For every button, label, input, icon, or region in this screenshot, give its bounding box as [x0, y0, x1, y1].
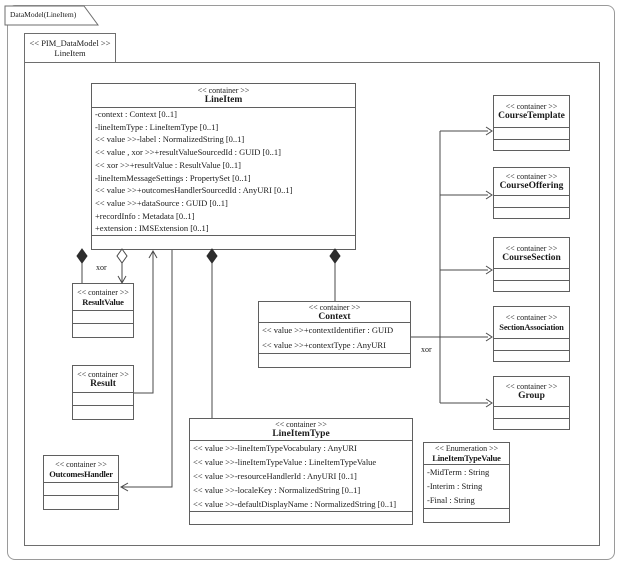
attribute-row: << value >>+dataSource : GUID [0..1] [95, 197, 228, 208]
attribute-row: -Final : String [427, 495, 475, 506]
class-result[interactable]: << container >> Result [72, 365, 134, 420]
stereotype-label: << container >> [505, 243, 558, 253]
operations-compartment [424, 508, 509, 522]
attributes-compartment [73, 310, 133, 323]
attribute-row: -Interim : String [427, 481, 483, 492]
attribute-row: << xor >>+resultValue : ResultValue [0..… [95, 159, 242, 170]
attributes-compartment [494, 195, 569, 207]
class-header: << container >> Result [73, 366, 133, 392]
operations-compartment [259, 353, 410, 367]
attributes-compartment [73, 392, 133, 405]
attribute-row: << value >>+contextType : AnyURI [262, 340, 386, 350]
attribute-row: +extension : IMSExtension [0..1] [95, 223, 209, 234]
operations-compartment [92, 235, 355, 249]
stereotype-label: << container >> [55, 459, 107, 469]
class-header: << container >> Group [494, 377, 569, 406]
stereotype-label: << container >> [197, 86, 250, 95]
attribute-row: -lineItemType : LineItemType [0..1] [95, 121, 219, 132]
package-name: LineItem [54, 48, 86, 58]
class-name-label: LineItemType [272, 429, 330, 439]
class-name-label: Group [518, 391, 545, 401]
operations-compartment [73, 405, 133, 419]
operations-compartment [494, 207, 569, 218]
stereotype-label: << container >> [275, 420, 327, 429]
attributes-compartment: << value >>+contextIdentifier : GUID << v… [259, 322, 410, 353]
stereotype-label: << container >> [505, 313, 558, 322]
attribute-row: << value >>+contextIdentifier : GUID [262, 325, 394, 335]
stereotype-label: << container >> [77, 369, 129, 379]
diagram-tab[interactable]: DataModel(LineItem) [4, 5, 100, 26]
attributes-compartment [494, 406, 569, 418]
class-name-label: CourseSection [502, 252, 561, 263]
stereotype-label: << Enumeration >> [434, 444, 499, 453]
class-coursetemplate[interactable]: << container >> CourseTemplate [493, 95, 570, 151]
attribute-row: << value >>-defaultDisplayName : Normali… [193, 499, 397, 509]
attribute-row: << value >>-lineItemTypeVocabulary : Any… [193, 443, 357, 453]
attributes-compartment [494, 127, 569, 139]
class-sectionassociation[interactable]: << container >> SectionAssociation [493, 306, 570, 362]
attributes-compartment [494, 338, 569, 350]
class-header: << container >> LineItem [92, 84, 355, 107]
class-outcomeshandler[interactable]: << container >> OutcomesHandler [43, 455, 119, 510]
class-name-label: LineItem [204, 95, 243, 105]
attribute-row: -MidTerm : String [427, 467, 490, 477]
attributes-compartment: -context : Context [0..1] -lineItemType :… [92, 107, 355, 235]
class-header: << container >> Context [259, 302, 410, 322]
stereotype-label: << container >> [505, 172, 558, 181]
stereotype-label: << container >> [505, 382, 558, 391]
class-header: << container >> CourseOffering [494, 168, 569, 195]
attribute-row: << value >>-label : NormalizedString [0.… [95, 134, 245, 145]
class-lineitemtype[interactable]: << container >> LineItemType << value >>… [189, 418, 413, 525]
stereotype-label: << container >> [505, 102, 558, 111]
operations-compartment [44, 495, 118, 509]
class-header: << container >> SectionAssociation [494, 307, 569, 338]
class-header: << container >> OutcomesHandler [44, 456, 118, 482]
class-name-label: LineItemTypeValue [432, 453, 501, 463]
class-group[interactable]: << container >> Group [493, 376, 570, 430]
class-header: << container >> CourseTemplate [494, 96, 569, 127]
attribute-row: << value >>-resourceHandlerId : AnyURI [… [193, 471, 357, 481]
package-name-box[interactable]: << PIM_DataModel >> LineItem [24, 33, 116, 63]
attribute-row: << value >>+outcomesHandlerSourcedId : A… [95, 185, 293, 196]
class-name-label: CourseOffering [499, 181, 564, 191]
class-coursesection[interactable]: << container >> CourseSection [493, 237, 570, 292]
class-context[interactable]: << container >> Context << value >>+cont… [258, 301, 411, 368]
attributes-compartment: -MidTerm : String -Interim : String -Final… [424, 464, 509, 508]
attribute-row: -context : Context [0..1] [95, 109, 177, 119]
attribute-row: +recordInfo : Metadata [0..1] [95, 210, 195, 221]
attribute-row: -lineItemMessageSettings : PropertySet [… [95, 172, 251, 183]
operations-compartment [190, 511, 412, 524]
class-name-label: Result [90, 378, 116, 389]
package-stereotype: << PIM_DataModel >> [29, 38, 111, 48]
attributes-compartment [494, 268, 569, 280]
class-name-label: SectionAssociation [499, 322, 564, 332]
class-name-label: ResultValue [82, 296, 124, 307]
attribute-row: << value , xor >>+resultValueSourcedId :… [95, 147, 281, 158]
class-lineitemtypevalue[interactable]: << Enumeration >> LineItemTypeValue -Mid… [423, 442, 510, 523]
attribute-row: << value >>-localeKey : NormalizedString… [193, 485, 361, 495]
class-name-label: CourseTemplate [498, 111, 565, 121]
class-resultvalue[interactable]: << container >> ResultValue [72, 283, 134, 338]
class-header: << Enumeration >> LineItemTypeValue [424, 443, 509, 464]
operations-compartment [494, 139, 569, 150]
stereotype-label: << container >> [308, 302, 361, 312]
class-name-label: Context [318, 311, 351, 322]
class-header: << container >> CourseSection [494, 238, 569, 268]
class-name-label: OutcomesHandler [49, 468, 113, 479]
tab-shape [4, 5, 99, 26]
attributes-compartment: << value >>-lineItemTypeVocabulary : Any… [190, 440, 412, 511]
stereotype-label: << container >> [77, 287, 129, 297]
class-header: << container >> LineItemType [190, 419, 412, 440]
class-courseoffering[interactable]: << container >> CourseOffering [493, 167, 570, 219]
attributes-compartment [44, 482, 118, 495]
operations-compartment [494, 418, 569, 429]
tab-title: DataModel(LineItem) [10, 10, 77, 19]
attribute-row: << value >>-lineItemTypeValue : LineItem… [193, 457, 377, 467]
operations-compartment [494, 280, 569, 291]
operations-compartment [73, 323, 133, 337]
operations-compartment [494, 350, 569, 361]
class-lineitem[interactable]: << container >> LineItem -context : Cont… [91, 83, 356, 250]
diagram-frame [7, 5, 615, 560]
class-header: << container >> ResultValue [73, 284, 133, 310]
